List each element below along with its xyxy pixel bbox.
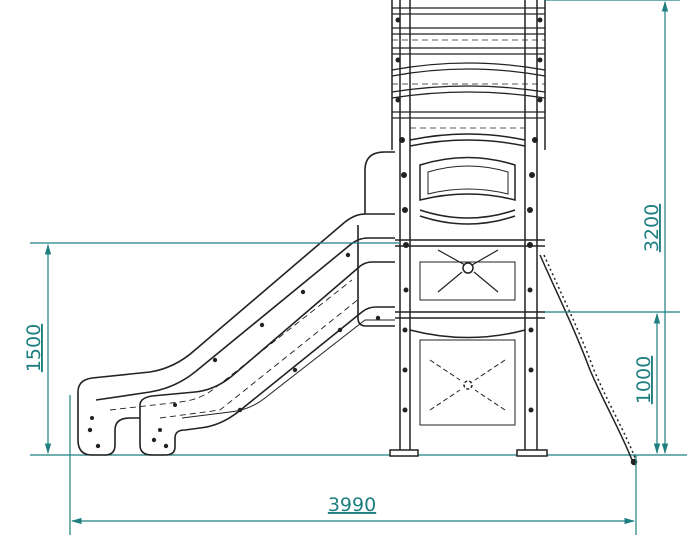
dimension-labels: 3990 1500 3200 1000 — [23, 204, 663, 516]
slide — [77, 151, 395, 456]
dim-platform-height: 1000 — [633, 356, 655, 404]
dim-slide-height: 1500 — [23, 324, 45, 372]
tower — [389, 0, 548, 457]
climbing-rope — [539, 254, 638, 466]
dim-overall-height: 3200 — [641, 204, 663, 252]
dim-overall-width: 3990 — [328, 494, 376, 516]
dimension-lines — [30, 0, 680, 535]
